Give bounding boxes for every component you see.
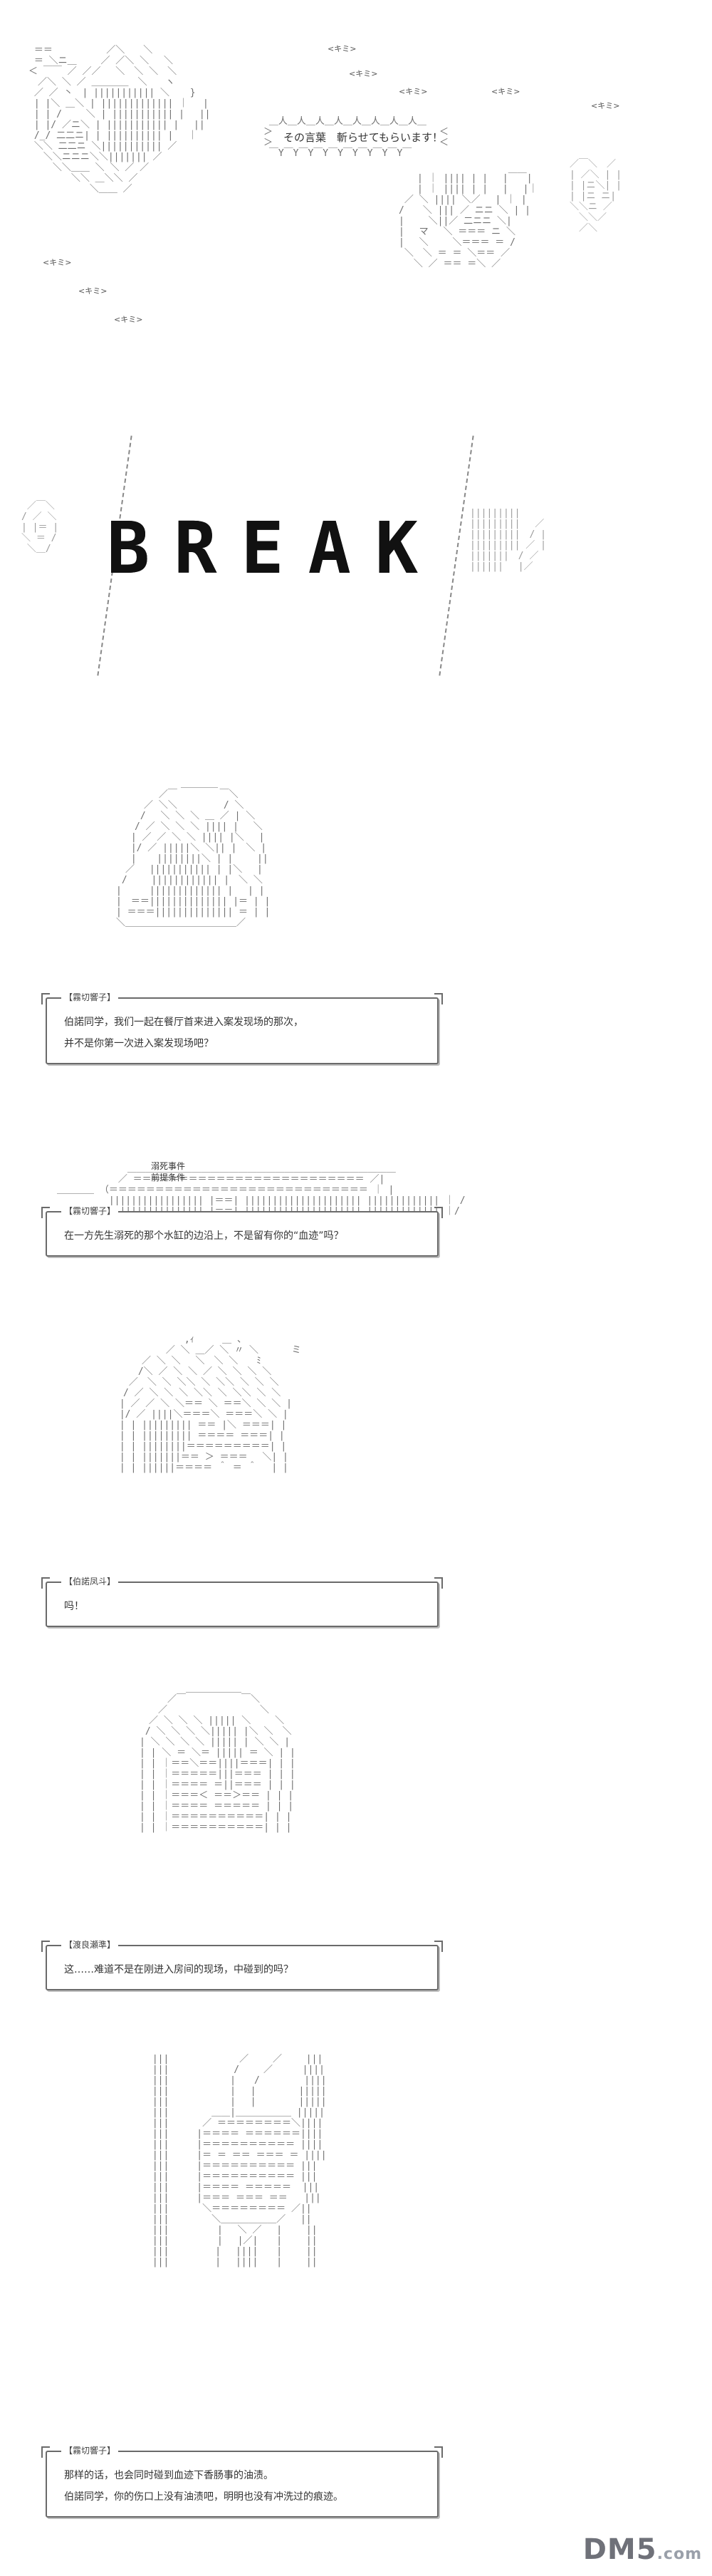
speaker-name: 【霧切響子】 — [61, 1205, 119, 1217]
panel-kirigiri-2: ||| ／ ／ ||| ||| / ／ |||| ||| | / |||| ||… — [0, 2030, 712, 2472]
break-letter-4: A — [308, 507, 351, 590]
logo-text: DM5 — [582, 2533, 657, 2566]
panel-hagakure: ,ｨ ＿ 、 ／ ＼ ＿／ ＼ 〃 ＼ ミ ／ ＼ ＼ ＼ ＼ ＼ ﾐ /＼ ／… — [0, 1318, 712, 1574]
ascii-art-hagakure: ,ｨ ＿ 、 ／ ＼ ＿／ ＼ 〃 ＼ ミ ／ ＼ ＼ ＼ ＼ ＼ ﾐ /＼ ／… — [119, 1334, 301, 1473]
logo-suffix: .com — [656, 2545, 702, 2563]
dialogue-line: 并不是你第一次进入案发现场吧？ — [64, 1038, 214, 1049]
break-letter-3: E — [241, 507, 284, 590]
sfx-kimi-2: <キミ> — [349, 69, 378, 78]
ascii-art-right-figure: | ｜ |||| | | |￣￣| | ｜ |||| | | | |｜ ／ ＼ … — [399, 173, 538, 269]
banner-line-2: 前提条件 — [151, 1173, 186, 1183]
speaker-name: 【霧切響子】 — [61, 2445, 119, 2456]
dialogue-line: 伯諾同学，我们一起在餐厅首来进入案发现场的那次， — [64, 1017, 303, 1028]
break-title: B R E A K — [107, 513, 418, 584]
banner-line-1: 溺死事件 — [151, 1161, 186, 1171]
break-letter-2: R — [174, 507, 217, 590]
ascii-art-break-right: ||||||||| ||||||||| ／ ||||||||| / | ||||… — [470, 508, 546, 572]
sfx-kimi-5: <キミ> — [591, 101, 620, 110]
ascii-art-kirigiri-2: ||| ／ ／ ||| ||| / ／ |||| ||| | / |||| ||… — [152, 2054, 327, 2268]
sfx-kimi-8: <キミ> — [114, 315, 143, 324]
dialogue-box-5: 【霧切響子】 那样的话，也会同时碰到血迹下香肠事的油渍。 伯諾同学，你的伤口上没… — [41, 2445, 443, 2518]
break-letter-5: K — [375, 507, 419, 590]
sfx-kimi-1: <キミ> — [328, 44, 357, 53]
dialogue-box-2: 【霧切響子】 在一方先生溺死的那个水缸的边沿上，不是留有你的“血迹”吗？ — [41, 1205, 443, 1257]
speaker-name: 【渡良瀬準】 — [61, 1939, 119, 1951]
dialogue-line: 吗！ — [64, 1601, 84, 1612]
ascii-art-right-lines: ／￣＼ ／ | ／＼ | | | |ニ＼| | | |ニ ニ| ＼＼ニ ／ ＼＼… — [570, 159, 622, 234]
panel-watarase: ＿＿＿＿＿＿ ／￣ ￣＼ ／ ＼ ／ ＼ ＼ ＼ ||||| ＼ ＼ / ＼ ＼… — [0, 1660, 712, 1945]
speaker-name: 【伯諾凤斗】 — [61, 1576, 119, 1587]
sfx-kimi-7: <キミ> — [78, 286, 108, 296]
dialogue-box-3: 【伯諾凤斗】 吗！ — [41, 1576, 443, 1627]
frame-line-right — [439, 435, 474, 676]
sfx-kimi-6: <キミ> — [43, 258, 72, 267]
dialogue-line: 这……难道不是在刚进入房间的现场，中碰到的吗？ — [64, 1964, 293, 1975]
site-logo: DM5.com — [583, 2533, 702, 2566]
panel-kirigiri-1: ＿＿＿＿ ／￣ ￣＼ ／ ＼＼ / ＼ / ＼ ＼ ＼ ＿ ／ | ＼ / ／ … — [0, 755, 712, 1040]
sfx-kimi-3: <キミ> — [399, 87, 428, 96]
ascii-art-left-slash: ＝＝ ／＼ ＼ ＝ ＼ニ＿ ／ ／＼ ＼ ＼ ＜ ￣￣ ／ ／／ ＼ ＼ ＼ ＼… — [28, 45, 211, 194]
ascii-art-break-left: ／￣＼ / ／ ＼ | |＝ | ＼ ＝ / ＼＿/ — [21, 501, 59, 554]
dialogue-line: 伯諾同学，你的伤口上没有油渍吧，明明也没有冲洗过的痕迹。 — [64, 2491, 343, 2503]
speaker-name: 【霧切響子】 — [61, 992, 119, 1003]
break-letter-1: B — [107, 507, 150, 590]
ascii-art-watarase: ＿＿＿＿＿＿ ／￣ ￣＼ ／ ＼ ／ ＼ ＼ ＼ ||||| ＼ ＼ / ＼ ＼… — [140, 1683, 295, 1833]
dialogue-box-1: 【霧切響子】 伯諾同学，我们一起在餐厅首来进入案发现场的那次， 并不是你第一次进… — [41, 992, 443, 1064]
sfx-kimi-4: <キミ> — [491, 87, 520, 96]
panel-break: ／￣＼ / ／ ＼ | |＝ | ＼ ＝ / ＼＿/ ||||||||| |||… — [0, 427, 712, 684]
speech-text: その言葉 斬らせてもらいます！ — [283, 131, 443, 144]
dialogue-line: 那样的话，也会同时碰到血迹下香肠事的油渍。 — [64, 2470, 273, 2481]
dialogue-line: 在一方先生溺死的那个水缸的边沿上，不是留有你的“血迹”吗？ — [64, 1230, 344, 1242]
panel-word-slash: ＝＝ ／＼ ＼ ＝ ＼ニ＿ ／ ／＼ ＼ ＼ ＜ ￣￣ ／ ／／ ＼ ＼ ＼ ＼… — [0, 0, 712, 427]
speech-bubble-border: ＿人＿人＿人＿人＿人＿人＿人＿人＿ ＞ ＜ ＞ ＜ ￣Y￣Y￣Y￣Y￣Y￣Y￣Y… — [263, 116, 449, 159]
dialogue-box-4: 【渡良瀬準】 这……难道不是在刚进入房间的现场，中碰到的吗？ — [41, 1939, 443, 1990]
ascii-art-kirigiri-1: ＿＿＿＿ ／￣ ￣＼ ／ ＼＼ / ＼ / ＼ ＼ ＼ ＿ ／ | ＼ / ／ … — [116, 779, 271, 928]
